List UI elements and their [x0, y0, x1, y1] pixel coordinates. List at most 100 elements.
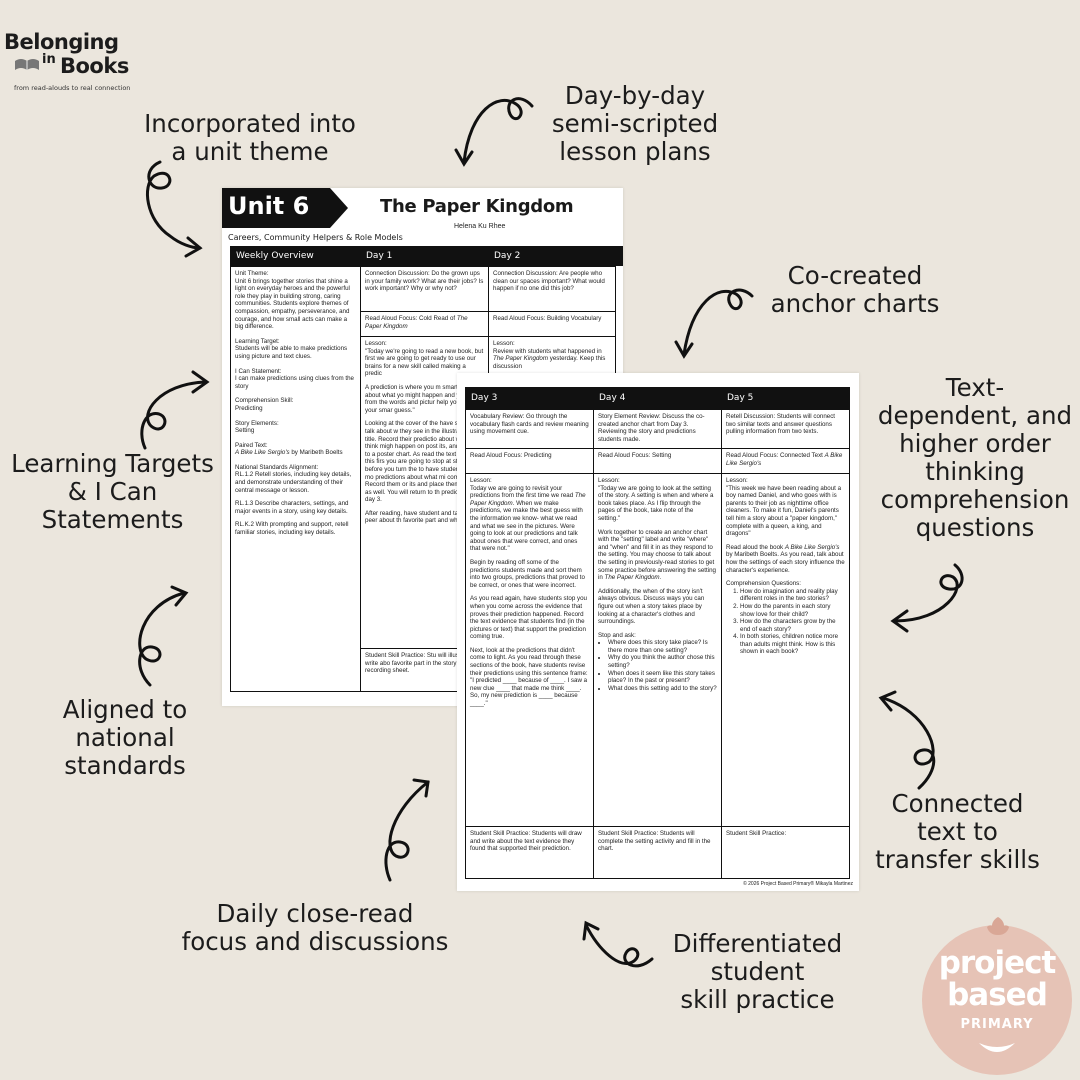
day3-lesson-label: Lesson: [470, 477, 492, 484]
day5-question-2: How do the parents in each story show lo… [740, 603, 845, 618]
day5-questions-label: Comprehension Questions: [726, 580, 801, 588]
overview-standard-1: RL.1.2 Retell stories, including key det… [235, 471, 352, 494]
day4-p3: Additionally, the when of the story isn'… [598, 587, 705, 626]
day5-focus-title: A Bike Like Sergio's [726, 452, 843, 467]
header-weekly-overview: Weekly Overview [230, 246, 360, 266]
day5-practice-cell: Student Skill Practice: [721, 826, 850, 879]
day5-p1: "This week we have been reading about a … [726, 484, 842, 538]
day3-practice: Student Skill Practice: Students will dr… [470, 830, 582, 853]
day4-p1: "Today we are going to look at the setti… [598, 484, 714, 522]
day5-review-cell: Retell Discussion: Students will connect… [721, 409, 850, 449]
day5-question-4: In both stories, children notice more th… [740, 633, 845, 656]
day4-question-1: Where does this story take place? Is the… [608, 639, 717, 654]
day5-lesson-cell: Lesson: "This week we have been reading … [721, 473, 850, 827]
header-day-4: Day 4 [593, 387, 721, 409]
smile-icon [977, 1039, 1017, 1062]
logo-title-line1: Belonging [4, 30, 119, 54]
day5-practice: Student Skill Practice: [726, 830, 787, 837]
overview-standard-2: RL.1.3 Describe characters, settings, an… [235, 500, 349, 515]
overview-skill: Predicting [235, 404, 263, 412]
lesson-sheet-days-3-5: Day 3 Day 4 Day 5 Vocabulary Review: Go … [457, 373, 859, 891]
day3-p3: As you read again, have students stop yo… [470, 595, 587, 641]
arrow-text-dependent-icon [890, 563, 964, 633]
day3-lesson-cell: Lesson: Today we are going to revisit yo… [465, 473, 594, 827]
book-author: Helena Ku Rhee [454, 223, 506, 230]
day1-lesson-1: "Today we're going to read a new book, b… [365, 347, 484, 378]
pb-line3: PRIMARY [960, 1017, 1034, 1032]
overview-standard-3: RL.K.2 With prompting and support, retel… [235, 521, 349, 537]
day3-p1-title: The Paper Kingdom [470, 492, 586, 507]
overview-learning-target: Students will be able to make prediction… [235, 345, 348, 360]
day2-lesson-label: Lesson: [493, 340, 515, 347]
arrow-learning-targets-icon [140, 370, 210, 450]
arrow-standards-icon [138, 585, 189, 687]
day4-practice: Student Skill Practice: Students will co… [598, 830, 711, 853]
day1-focus-cell: Read Aloud Focus: Cold Read of The Paper… [360, 311, 489, 337]
callout-unit-theme: Incorporated into a unit theme [144, 109, 356, 166]
unit-label: Unit 6 [228, 192, 310, 220]
unit-theme-line: Careers, Community Helpers & Role Models [228, 233, 403, 242]
arrow-anchor-charts-icon [674, 288, 754, 359]
overview-i-can: I can make predictions using clues from … [235, 375, 354, 390]
day1-focus-label: Read Aloud Focus: Cold Read of [365, 315, 457, 322]
callout-text-dependent: Text- dependent, and higher order thinki… [877, 373, 1073, 542]
logo-title-in: in [42, 52, 56, 67]
callout-lesson-plans: Day-by-day semi-scripted lesson plans [551, 81, 719, 166]
day4-question-3: When does it seem like this story takes … [608, 670, 717, 685]
belonging-in-books-logo: Belonging in Books from read-alouds to r… [4, 30, 144, 96]
day1-lesson-4: After reading, have student and talk to … [365, 509, 475, 525]
overview-i-can-label: I Can Statement: [235, 367, 282, 375]
callout-anchor-charts: Co-created anchor charts [770, 261, 940, 318]
overview-learning-target-label: Learning Target: [235, 337, 280, 345]
arrow-close-read-icon [384, 778, 430, 882]
book-icon [14, 58, 40, 77]
day1-practice: Student Skill Practice: Stu will illustr… [365, 652, 484, 675]
day1-discussion-cell: Connection Discussion: Do the grown ups … [360, 266, 489, 312]
day5-question-1: How do imagination and reality play diff… [740, 588, 845, 603]
unit-banner: Unit 6 [222, 188, 348, 228]
day2-discussion-cell: Connection Discussion: Are people who cl… [488, 266, 616, 312]
day3-p1b: . When we make predictions, we make the … [470, 499, 583, 553]
day4-review-cell: Story Element Review: Discuss the co-cre… [593, 409, 722, 449]
day1-lesson-cell: Lesson: "Today we're going to read a new… [360, 336, 489, 649]
logo-title-line2: Books [60, 54, 129, 78]
day2-lesson-cell: Lesson: Review with students what happen… [488, 336, 616, 376]
day5-p2a: Read aloud the book [726, 543, 785, 551]
overview-skill-label: Comprehension Skill: [235, 397, 294, 405]
day2-focus: Read Aloud Focus: Building Vocabulary [493, 315, 602, 322]
day4-stop-label: Stop and ask: [598, 631, 636, 639]
day4-practice-cell: Student Skill Practice: Students will co… [593, 826, 722, 879]
day3-practice-cell: Student Skill Practice: Students will dr… [465, 826, 594, 879]
day4-question-4: What does this setting add to the story? [608, 685, 717, 693]
header-day-5: Day 5 [721, 387, 850, 409]
arrow-unit-theme-icon [145, 160, 203, 258]
callout-differentiated: Differentiated student skill practice [672, 929, 843, 1014]
overview-elements: Setting [235, 427, 255, 435]
copyright-text: © 2026 Project Based Primary® Mikayla Ma… [743, 881, 853, 887]
day5-p2b: by Maribeth Boelts. As you read, talk ab… [726, 551, 845, 574]
overview-paired-title: A Bike Like Sergio's [235, 449, 290, 457]
arrow-connected-text-icon [878, 690, 936, 790]
day5-question-3: How do the characters grow by the end of… [740, 618, 845, 633]
day1-lesson-2: A prediction is where you m smart guess … [365, 383, 482, 414]
day5-focus-cell: Read Aloud Focus: Connected Text A Bike … [721, 448, 850, 474]
day4-question-2: Why do you think the author chose this s… [608, 654, 717, 669]
weekly-overview-cell: Unit Theme: Unit 6 brings together stori… [230, 266, 361, 692]
overview-unit-theme: Unit 6 brings together stories that shin… [235, 277, 350, 331]
day1-lesson-label: Lesson: [365, 340, 387, 347]
day4-p2-title: The Paper Kingdom. [604, 574, 662, 582]
day4-p2a: Work together to create an anchor chart … [598, 528, 716, 582]
day1-focus-title: The Paper Kingdom [365, 315, 468, 330]
callout-connected-text: Connected text to transfer skills [875, 789, 1040, 874]
day3-review-cell: Vocabulary Review: Go through the vocabu… [465, 409, 594, 449]
pb-line1: project [938, 945, 1057, 981]
arrow-differentiated-icon [582, 920, 654, 968]
day1-discussion: Connection Discussion: Do the grown ups … [365, 270, 484, 293]
day5-lesson-label: Lesson: [726, 477, 748, 484]
overview-unit-theme-label: Unit Theme: [235, 270, 269, 277]
day4-focus: Read Aloud Focus: Setting [598, 452, 672, 459]
overview-standards-label: National Standards Alignment: [235, 463, 319, 471]
day3-p2: Begin by reading off some of the predict… [470, 558, 585, 589]
callout-learning-targets: Learning Targets & I Can Statements [11, 449, 214, 534]
day2-lesson-1: Review with students what happened in [493, 347, 602, 355]
